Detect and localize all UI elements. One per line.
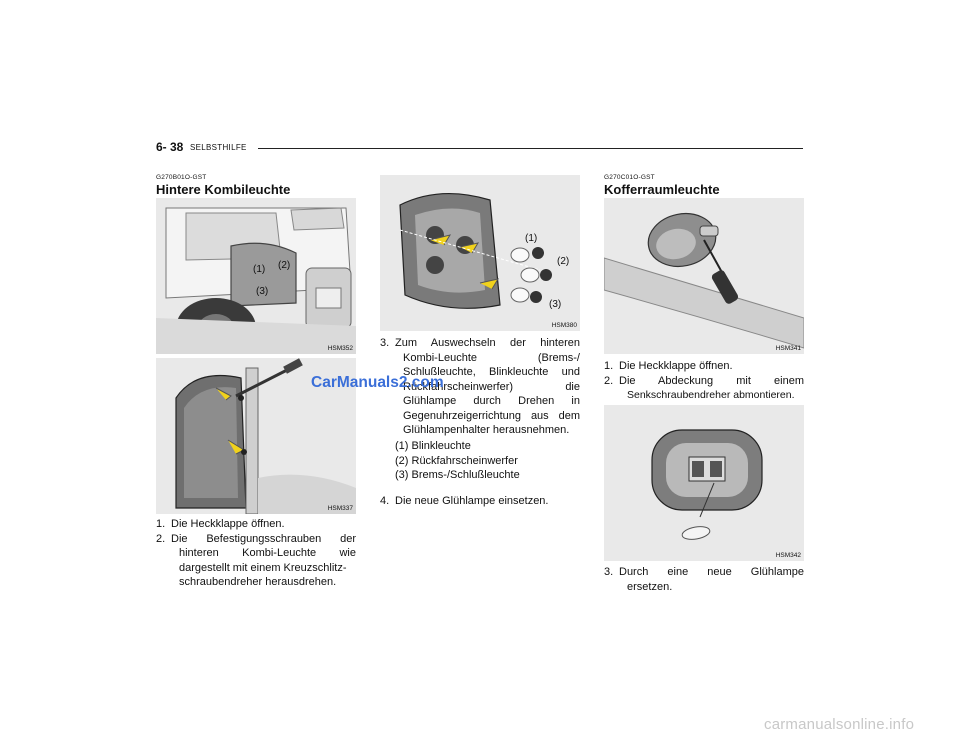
figure-code: HSM341	[775, 345, 801, 352]
figure-trunk-bulb: HSM342	[604, 405, 804, 561]
steps-right: 1. Die Heckklappe öffnen. 2. Die Abdecku…	[604, 359, 804, 403]
figure-rear-combination-light: (1) (2) (3) HSM352	[156, 198, 356, 354]
step-3: 3. Zum Auswechseln der hinteren Kombi-Le…	[380, 337, 580, 436]
section-title-right: Kofferraumleuchte	[604, 182, 720, 197]
trunk-bulb-illustration	[604, 405, 804, 561]
page-number: 6- 38	[156, 140, 184, 154]
figure-code: HSM352	[327, 345, 353, 352]
part-item: (3) Brems-/Schlußleuchte	[395, 469, 520, 481]
parts-list: (1) Blinkleuchte (2) Rückfahrscheinwerfe…	[395, 439, 520, 483]
step-2: 2. Die Abdeckung mit einem Senkschrauben…	[604, 374, 804, 402]
figure-screw-removal: HSM337	[156, 358, 356, 514]
label-1: (1)	[525, 233, 538, 244]
header-rule	[258, 148, 803, 149]
figure-code: HSM342	[775, 552, 801, 559]
step-2: 2. Die Befestigungsschrauben der hintere…	[156, 532, 356, 589]
footer-watermark: carmanualsonline.info	[764, 716, 915, 733]
figure-code: HSM337	[327, 505, 353, 512]
steps-middle: 3. Zum Auswechseln der hinteren Kombi-Le…	[380, 336, 580, 438]
label-3: (3)	[549, 299, 562, 310]
figure-trunk-light-cover: HSM341	[604, 198, 804, 354]
step-4: 4. Die neue Glühlampe einsetzen.	[380, 495, 549, 507]
trunk-cover-illustration	[604, 198, 804, 354]
section-code-left: G270B01O-GST	[156, 174, 207, 181]
steps-left: 1. Die Heckklappe öffnen. 2. Die Befesti…	[156, 517, 356, 590]
section-title: SELBSTHILFE	[190, 143, 247, 152]
part-item: (2) Rückfahrscheinwerfer	[395, 454, 518, 467]
car-rear-illustration	[156, 198, 356, 354]
step-1: 1. Die Heckklappe öffnen.	[604, 360, 733, 372]
watermark: CarManuals2.com	[311, 374, 444, 391]
part-item: (1) Blinkleuchte	[395, 440, 471, 452]
figure-bulb-holder: (1) (2) (3) HSM380	[380, 175, 580, 331]
label-2: (2)	[557, 256, 570, 267]
section-title-left: Hintere Kombileuchte	[156, 182, 291, 197]
bulb-holder-illustration	[380, 175, 580, 331]
figure-code: HSM380	[551, 322, 577, 329]
label-1: (1)	[253, 264, 266, 275]
label-2: (2)	[278, 260, 291, 271]
section-code-right: G270C01O-GST	[604, 174, 655, 181]
step-1: 1. Die Heckklappe öffnen.	[156, 518, 285, 530]
step-3-right: 3. Durch eine neue Glühlampe ersetzen.	[604, 566, 804, 593]
lamp-screws-illustration	[156, 358, 356, 514]
label-3: (3)	[256, 286, 269, 297]
